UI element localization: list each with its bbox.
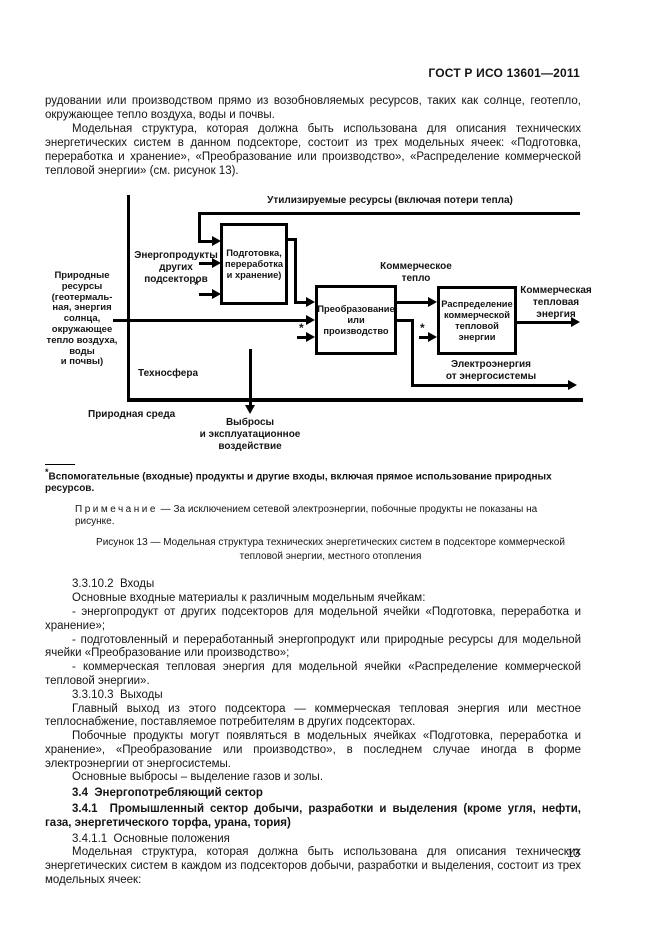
section-heading-3-3-10-3: 3.3.10.3 Выходы <box>72 688 163 701</box>
electricity-line-3 <box>411 384 568 387</box>
recycled-to-prep-connector <box>198 212 201 242</box>
conversion-to-distribution-arrow-icon <box>428 297 437 307</box>
asterisk-input-conversion: * <box>299 321 304 335</box>
commercial-heat-energy-output-line <box>517 321 571 324</box>
footnote-mark: * <box>45 467 49 477</box>
paragraph: Модельная структура, которая должна быть… <box>45 846 581 887</box>
arrow-into-preparation-icon <box>212 236 221 246</box>
commercial-heat-label: Коммерческое тепло <box>380 261 452 284</box>
emissions-label: Выбросы и эксплуатационное воздействие <box>199 417 301 452</box>
box-distribution-commercial-heat: Распределение коммерческой тепловой энер… <box>437 286 517 355</box>
section-heading-3-3-10-2: 3.3.10.2 Входы <box>72 578 155 591</box>
natural-environment-label: Природная среда <box>88 409 176 420</box>
page-title: ГОСТ Р ИСО 13601—2011 <box>428 66 580 80</box>
figure-13-diagram: Утилизируемые ресурсы (включая потери те… <box>0 193 661 458</box>
aux-input-conversion-arrow-line <box>297 336 306 339</box>
paragraph: Главный выход из этого подсектора — комм… <box>45 702 581 729</box>
asterisk-input-prep: * <box>194 278 199 292</box>
prep-to-conversion-line-3 <box>294 301 306 304</box>
note-label: Примечание <box>75 504 158 516</box>
section-heading-3-4-1-1: 3.4.1.1 Основные положения <box>72 832 230 845</box>
list-item: - энергопродукт от других подсекторов дл… <box>45 605 581 632</box>
emissions-line <box>249 349 252 406</box>
paragraph: Основные выбросы – выделение газов и зол… <box>72 771 324 784</box>
recycled-resources-line <box>198 212 580 215</box>
energy-products-arrow-line <box>199 262 212 265</box>
emissions-arrow-icon <box>245 405 255 414</box>
recycled-resources-label: Утилизируемые ресурсы (включая потери те… <box>267 195 513 206</box>
paragraph: Модельная структура, которая должна быть… <box>45 123 581 177</box>
technosphere-label: Техносфера <box>138 368 199 379</box>
asterisk-input-distribution: * <box>420 321 425 335</box>
list-item: - подготовленный и переработанный энерго… <box>45 633 581 660</box>
figure-notes-and-body: *Вспомогательные (входные) продукты и др… <box>0 458 661 888</box>
natural-resources-arrow-icon <box>306 315 315 325</box>
commercial-heat-energy-label: Коммерческая тепловая энергия <box>520 285 592 320</box>
conversion-to-distribution-line <box>397 301 428 304</box>
technosphere-bottom-border <box>127 398 583 402</box>
natural-resources-label: Природные ресурсы (геотермаль- ная, энер… <box>46 270 118 368</box>
box-preparation-processing-storage: Подготовка, переработка и хранение) <box>220 223 288 305</box>
body-text: 3.3.10.2 Входы Основные входные материал… <box>45 578 581 888</box>
paragraph: рудовании или производством прямо из воз… <box>45 95 581 121</box>
figure-note: Примечание — За исключением сетевой элек… <box>75 504 575 528</box>
paragraph: Побочные продукты могут появляться в мод… <box>45 730 581 770</box>
recycled-to-prep-arrow-line <box>198 240 212 243</box>
section-heading-3-4: 3.4 Энергопотребляющий сектор <box>72 787 263 800</box>
footnote-text: Вспомогательные (входные) продукты и дру… <box>45 471 552 495</box>
footnote-rule <box>45 464 75 465</box>
page-number: 13 <box>567 848 580 860</box>
electricity-line-1 <box>397 319 414 322</box>
technosphere-left-border <box>127 195 130 400</box>
footnote: *Вспомогательные (входные) продукты и др… <box>45 466 567 495</box>
electricity-label: Электроэнергия от энергосистемы <box>445 359 537 382</box>
note-text: — За исключением сетевой электроэнергии,… <box>75 504 538 528</box>
figure-caption: Рисунок 13 — Модельная структура техниче… <box>96 537 565 562</box>
aux-input-distribution-arrow-icon <box>428 332 437 342</box>
energy-products-label: Энергопродукты других подсекторов <box>134 250 218 285</box>
prep-to-conversion-line-1 <box>288 238 297 241</box>
prep-to-conversion-arrow-icon <box>306 297 315 307</box>
section-heading-3-4-1: 3.4.1 Промышленный сектор добычи, разраб… <box>45 803 581 829</box>
aux-input-prep-arrow-line <box>199 293 212 296</box>
natural-resources-line <box>113 319 306 322</box>
commercial-heat-energy-arrow-icon <box>571 317 580 327</box>
energy-products-arrow-icon <box>212 258 221 268</box>
aux-input-prep-arrow-icon <box>212 289 221 299</box>
aux-input-distribution-arrow-line <box>419 336 428 339</box>
prep-to-conversion-line-2 <box>294 238 297 304</box>
paragraph: Основные входные материалы к различным м… <box>72 592 426 605</box>
aux-input-conversion-arrow-icon <box>306 332 315 342</box>
electricity-line-2 <box>411 319 414 387</box>
intro-text: рудовании или производством прямо из воз… <box>45 94 581 178</box>
list-item: - коммерческая тепловая энергия для моде… <box>45 661 581 687</box>
electricity-arrow-icon <box>568 380 577 390</box>
box-conversion-production: Преобразование или производство <box>315 285 397 355</box>
